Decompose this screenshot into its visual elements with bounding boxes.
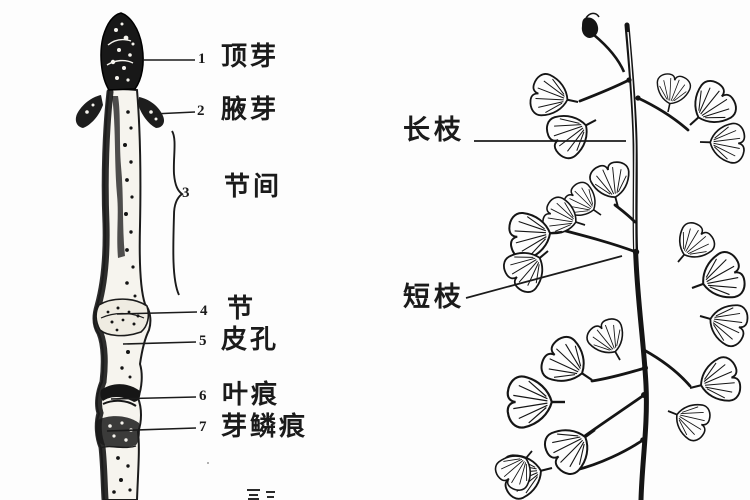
ginkgo-leaves: [490, 70, 750, 500]
leader-4: [116, 311, 198, 315]
ginkgo-illustration: [490, 12, 750, 500]
leader-lines-left: [106, 59, 198, 432]
cropped-caption-fragment: [247, 489, 275, 500]
scan-speck: [207, 462, 209, 464]
leader-5: [122, 341, 197, 345]
label-number-7: 7: [199, 419, 207, 435]
spur-branches: [560, 78, 692, 472]
axillary-buds: [75, 95, 165, 128]
brace-3: [171, 130, 184, 296]
label-long-shoot: 长枝: [403, 115, 465, 145]
leader-short-shoot: [465, 255, 623, 299]
label-number-1: 1: [198, 51, 206, 67]
leader-6: [110, 396, 197, 400]
leader-7: [106, 427, 197, 432]
label-node: 节: [227, 294, 257, 323]
label-number-6: 6: [199, 388, 207, 404]
label-number-5: 5: [199, 333, 207, 349]
bud-scale-scars: [96, 416, 140, 449]
label-axillary-bud: 腋芽: [221, 95, 280, 124]
label-short-shoot: 短枝: [403, 282, 465, 312]
terminal-bud: [100, 12, 144, 91]
label-number-4: 4: [200, 303, 208, 319]
label-terminal-bud: 顶芽: [221, 42, 280, 71]
twig-illustration: [75, 12, 165, 500]
label-number-3: 3: [182, 185, 190, 201]
label-number-2: 2: [197, 103, 205, 119]
leader-2: [152, 111, 196, 115]
label-leaf-scar: 叶痕: [222, 380, 281, 409]
label-internode: 节间: [224, 172, 283, 201]
shoot-tip-bud: [581, 17, 599, 38]
short-shoot: [560, 228, 638, 254]
twig-node: [95, 298, 150, 337]
label-lenticel: 皮孔: [221, 325, 280, 354]
lenticels: [112, 110, 137, 494]
leaf-scar: [100, 384, 141, 407]
label-bud-scale-scar: 芽鳞痕: [221, 412, 309, 441]
leader-lines-right: [465, 140, 626, 299]
